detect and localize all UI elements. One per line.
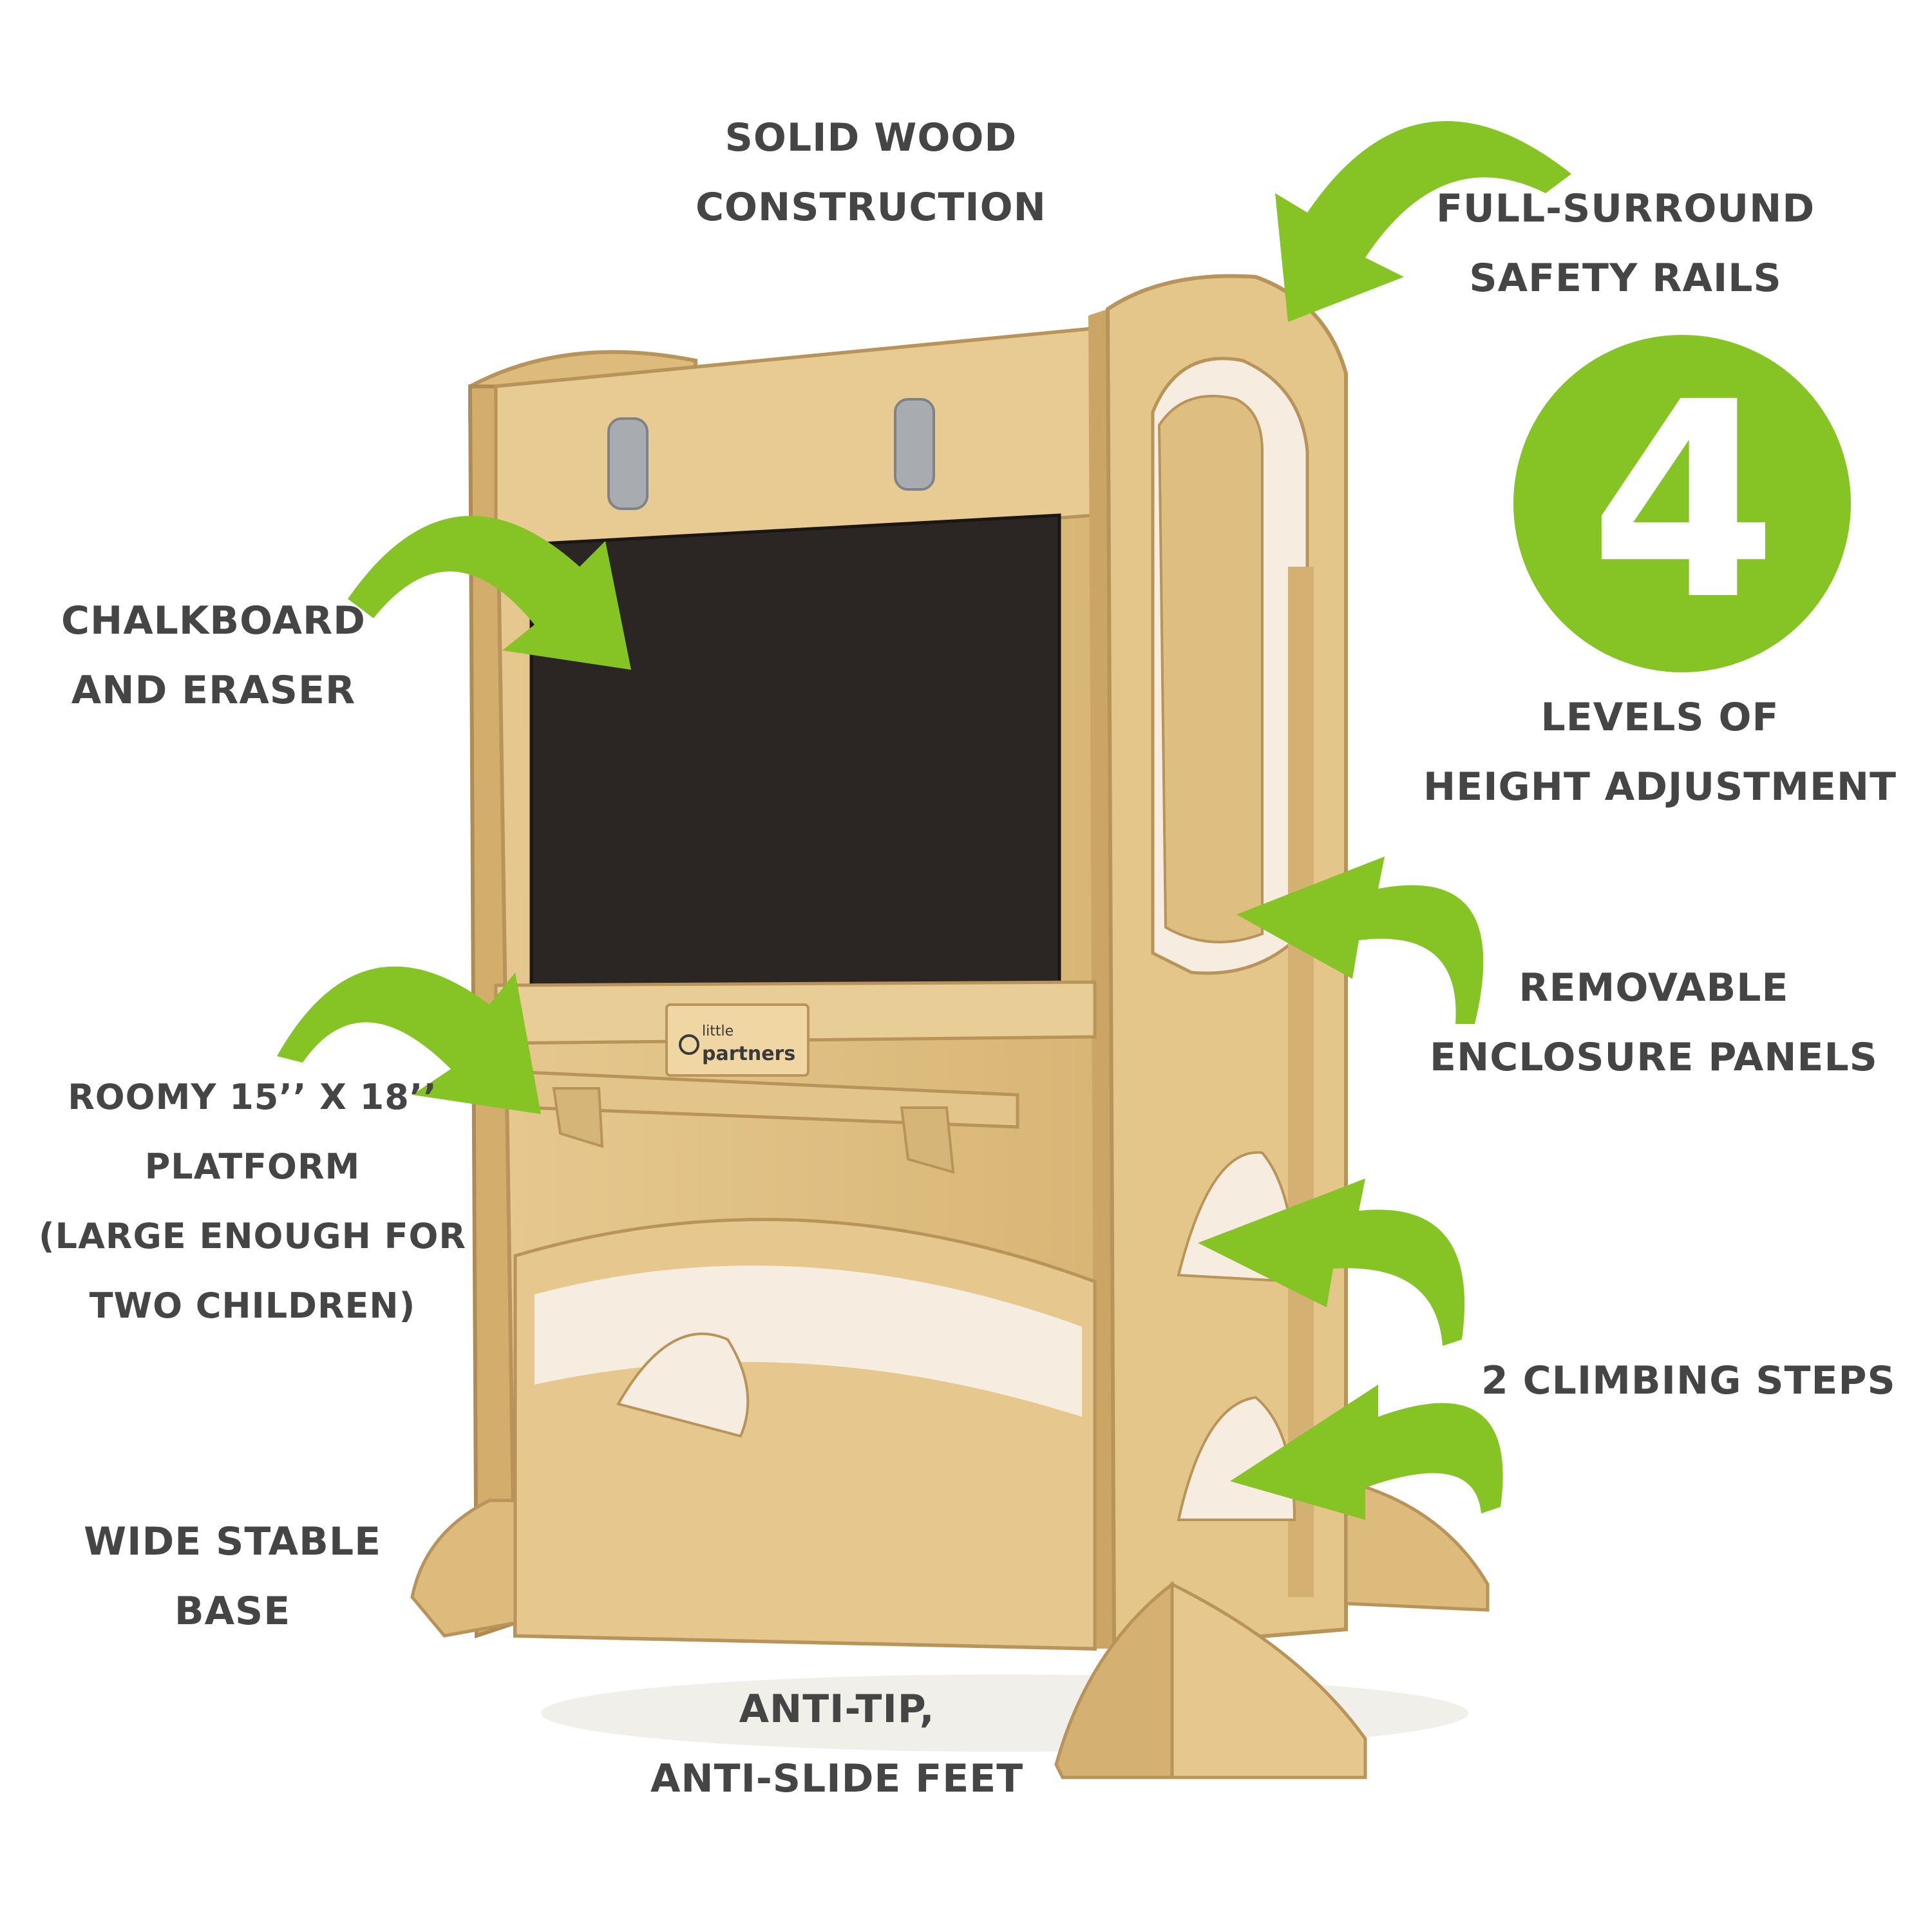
curved-arrow-icon [1230, 1385, 1503, 1520]
left-foot [410, 1499, 517, 1638]
tray-bracket-right [900, 1106, 955, 1174]
brand-block [665, 1003, 810, 1077]
right-foot-back [1344, 1479, 1490, 1612]
label-line: ANTI-SLIDE FEET [650, 1756, 1024, 1801]
enclosure-panel [1157, 395, 1264, 943]
label-line: ANTI-TIP, [739, 1687, 935, 1732]
curved-arrow-icon [348, 515, 631, 670]
levels-badge-number: 4 [1589, 345, 1778, 659]
label-safety-rails: FULL-SURROUND SAFETY RAILS [1436, 174, 1815, 313]
under-opening [535, 1265, 1082, 1417]
label-line: 2 CLIMBING STEPS [1481, 1358, 1896, 1403]
label-line: CHALKBOARD [61, 598, 366, 643]
label-line: WIDE STABLE [84, 1519, 382, 1564]
label-line: FULL-SURROUND [1436, 186, 1815, 231]
label-line: LEVELS OF [1540, 695, 1779, 740]
brand-small: little [702, 1023, 734, 1039]
curved-arrow-icon [1236, 857, 1484, 1024]
curved-arrow-icon [277, 966, 541, 1114]
label-line: PLATFORM [144, 1146, 361, 1187]
smiley-logo-icon [679, 1034, 699, 1055]
label-chalkboard: CHALKBOARD AND ERASER [61, 586, 366, 725]
label-line: (LARGE ENOUGH FOR [39, 1216, 466, 1256]
label-line: ROOMY 15’’ X 18’’ [68, 1077, 437, 1117]
label-panels: REMOVABLE ENCLOSURE PANELS [1430, 953, 1878, 1092]
label-feet: ANTI-TIP, ANTI-SLIDE FEET [650, 1674, 1023, 1814]
label-height-levels: LEVELS OF HEIGHT ADJUSTMENT [1423, 683, 1897, 822]
label-line: TWO CHILDREN) [89, 1285, 416, 1326]
label-line: SAFETY RAILS [1469, 256, 1782, 301]
label-line: BASE [174, 1589, 291, 1634]
hook-right [894, 398, 935, 491]
label-solid-wood: SOLID WOOD CONSTRUCTION [696, 103, 1046, 242]
left-hole [616, 1332, 750, 1438]
curved-arrow-icon [1198, 1179, 1465, 1346]
label-line: REMOVABLE [1519, 965, 1789, 1010]
label-line: AND ERASER [71, 668, 356, 713]
label-line: ENCLOSURE PANELS [1430, 1035, 1878, 1080]
brand-large: partners [702, 1043, 795, 1065]
label-line: CONSTRUCTION [696, 185, 1046, 230]
arrows [277, 120, 1571, 1520]
right-foot-side [1170, 1581, 1367, 1779]
levels-badge [1513, 335, 1851, 672]
tray-bracket-left [552, 1087, 604, 1148]
hook-left [607, 417, 649, 510]
curved-arrow-icon [1275, 120, 1571, 323]
label-line: HEIGHT ADJUSTMENT [1423, 764, 1897, 810]
label-base: WIDE STABLE BASE [84, 1507, 381, 1646]
label-line: SOLID WOOD [724, 115, 1018, 160]
label-steps: 2 CLIMBING STEPS [1481, 1346, 1896, 1416]
back-post [1288, 567, 1314, 1597]
label-platform: ROOMY 15’’ X 18’’ PLATFORM (LARGE ENOUGH… [39, 1063, 466, 1341]
